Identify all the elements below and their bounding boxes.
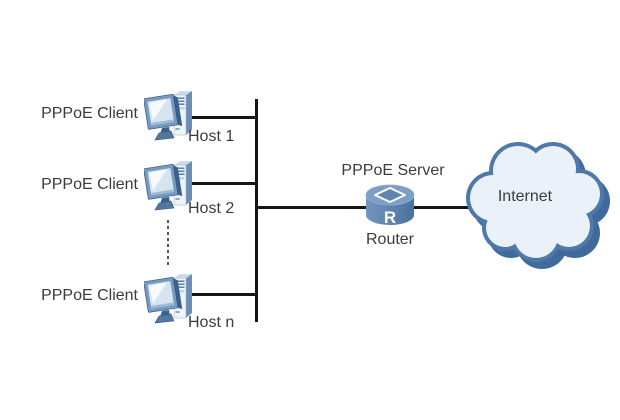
bus-to-router-line — [255, 206, 370, 209]
diamond-glyph — [374, 187, 406, 203]
hostn-label: Host n — [188, 314, 235, 331]
host1-label: Host 1 — [188, 128, 235, 145]
host2-label: Host 2 — [188, 200, 235, 217]
router-letter: R — [384, 208, 396, 227]
host2-branch-line — [182, 182, 256, 185]
ethernet-bus-line — [255, 99, 258, 322]
router-to-internet-line — [410, 206, 482, 209]
pppoe-client-label-n: PPPoE Client — [41, 287, 138, 304]
hostn-branch-line — [182, 293, 256, 296]
internet-label: Internet — [497, 188, 553, 205]
pppoe-client-label-2: PPPoE Client — [41, 176, 138, 193]
pppoe-client-label-1: PPPoE Client — [41, 105, 138, 122]
host1-branch-line — [182, 116, 256, 119]
cloud-body — [470, 146, 600, 258]
router-icon: R — [364, 183, 416, 229]
cloud-icon — [452, 134, 614, 274]
pppoe-server-label: PPPoE Server — [341, 162, 445, 179]
ellipsis-dashed-line — [167, 220, 169, 268]
router-label: Router — [365, 231, 415, 248]
